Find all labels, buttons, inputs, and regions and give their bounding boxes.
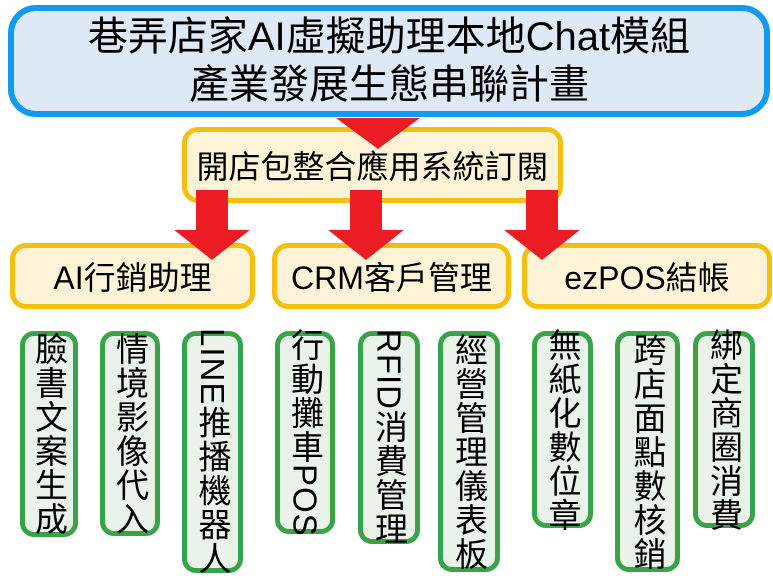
feature-label-district-consumption: 綁定商圈消費 [705, 327, 743, 532]
feature-box-rfid-management: RFID消費管理 [358, 329, 420, 546]
feature-label-mobile-cart-pos: 行動攤車POS [286, 328, 324, 537]
feature-label-line-bot: LINE推播機器人 [194, 328, 231, 576]
feature-label-management-dashboard: 經營管理儀表板 [450, 332, 488, 571]
program-title-line1: 巷弄店家AI虛擬助理本地Chat模組 [87, 15, 691, 59]
feature-label-facebook-copy: 臉書文案生成 [30, 332, 68, 536]
feature-box-scenario-image: 情境影像代入 [100, 331, 160, 536]
subscription-box-label: 開店包整合應用系統訂閱 [196, 149, 549, 185]
feature-box-mobile-cart-pos: 行動攤車POS [275, 328, 335, 537]
feature-label-rfid-management: RFID消費管理 [370, 329, 408, 546]
module-box-crm: CRM客戶管理 [272, 243, 511, 309]
module-label-ezpos: ezPOS結帳 [564, 260, 730, 296]
module-box-ezpos: ezPOS結帳 [522, 243, 772, 309]
feature-box-line-bot: LINE推播機器人 [182, 328, 243, 576]
feature-label-scenario-image: 情境影像代入 [111, 331, 149, 536]
feature-label-cross-store-points: 跨店面點數核銷 [629, 332, 666, 571]
feature-label-paperless-stamp: 無紙化數位章 [544, 327, 581, 532]
feature-box-facebook-copy: 臉書文案生成 [20, 331, 78, 537]
feature-box-management-dashboard: 經營管理儀表板 [438, 331, 500, 572]
module-label-ai-marketing: AI行銷助理 [53, 260, 212, 296]
program-title-line2: 產業發展生態串聯計畫 [189, 63, 589, 107]
module-label-crm: CRM客戶管理 [291, 260, 492, 296]
feature-box-paperless-stamp: 無紙化數位章 [532, 328, 593, 532]
program-title-box: 巷弄店家AI虛擬助理本地Chat模組 產業發展生態串聯計畫 [8, 5, 770, 117]
feature-box-cross-store-points: 跨店面點數核銷 [615, 331, 680, 572]
feature-box-district-consumption: 綁定商圈消費 [693, 328, 755, 532]
